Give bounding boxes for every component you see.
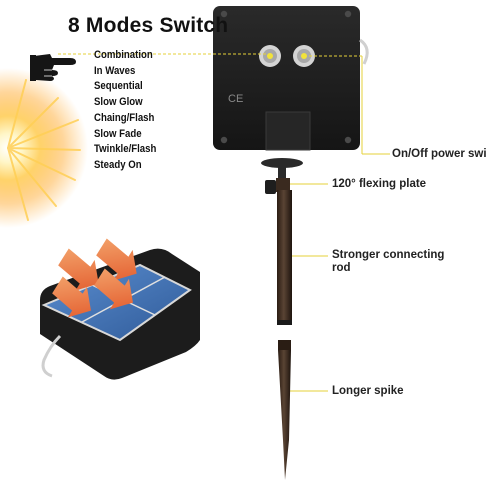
mode-item: In Waves — [94, 64, 136, 77]
stake-assembly — [261, 158, 303, 480]
mode-item: Twinkle/Flash — [94, 143, 157, 156]
heat-arrow-icon — [52, 238, 137, 318]
modes-heading: 8 Modes Switch — [68, 14, 229, 37]
flex-plate-callout: 120° flexing plate — [332, 178, 427, 190]
ce-mark: CE — [228, 93, 243, 105]
rod-callout-line1: Stronger connecting — [332, 249, 445, 261]
controller-box — [213, 6, 369, 151]
modes-list: Combination In Waves Sequential Slow Glo… — [94, 48, 167, 174]
rod-callout-line2: rod — [332, 262, 351, 274]
mode-item: Slow Fade — [94, 127, 142, 140]
mode-item: Sequential — [94, 80, 143, 93]
mode-item: Chaing/Flash — [94, 111, 155, 124]
mode-item: Combination — [94, 49, 153, 61]
pointing-hand-icon — [30, 54, 76, 81]
spike-callout: Longer spike — [332, 385, 404, 397]
mode-item: Slow Glow — [94, 96, 143, 109]
mode-item: Steady On — [94, 158, 142, 171]
sun-icon — [0, 68, 88, 228]
power-switch-callout: On/Off power swi — [392, 148, 487, 160]
rod-callout: Stronger connecting rod — [332, 249, 444, 275]
